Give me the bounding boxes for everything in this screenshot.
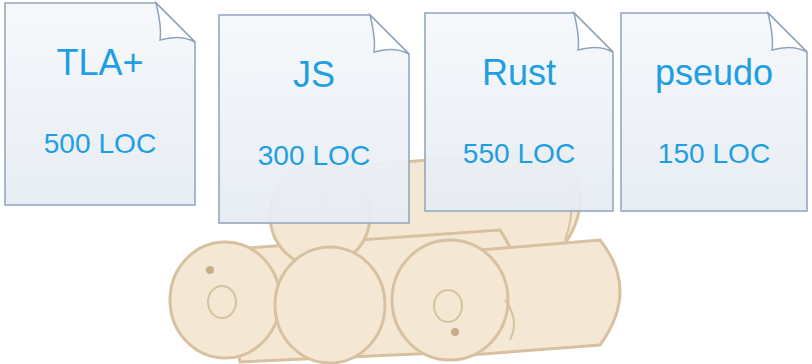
language-label: pseudo [620,52,808,93]
document-icon [4,2,196,206]
language-label: JS [218,54,410,95]
loc-count: 550 LOC [424,138,614,170]
loc-count: 150 LOC [620,138,808,170]
document-box: Rust 550 LOC [424,12,614,212]
document-box: TLA+ 500 LOC [4,2,196,206]
language-label: Rust [424,52,614,93]
loc-count: 500 LOC [4,128,196,160]
document-box: pseudo 150 LOC [620,12,808,212]
document-box: JS 300 LOC [218,14,410,224]
loc-count: 300 LOC [218,140,410,172]
document-icon [218,14,410,224]
document-icon [424,12,614,212]
document-icon [620,12,808,212]
language-label: TLA+ [4,42,196,83]
